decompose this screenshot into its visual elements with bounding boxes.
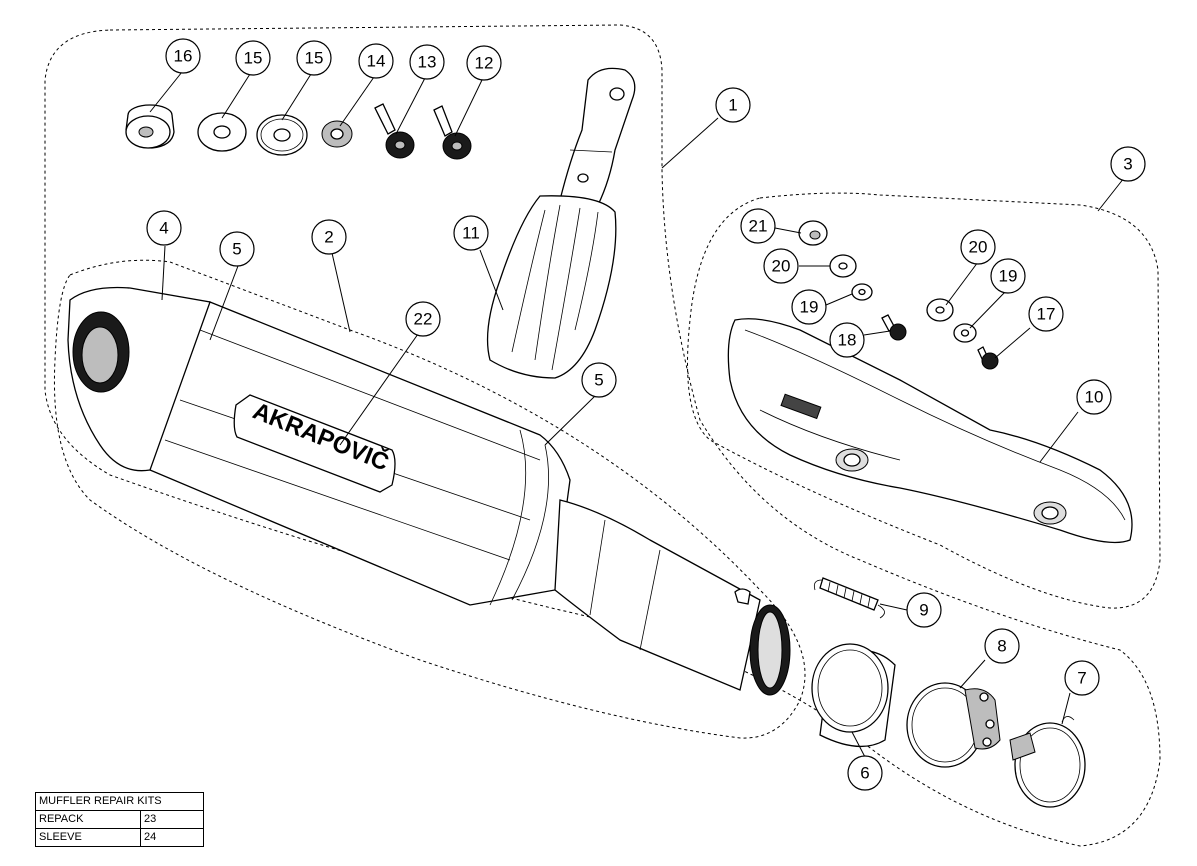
bolt-13 — [374, 103, 415, 159]
heat-shield-logo — [780, 393, 822, 420]
clamp-8 — [906, 682, 1001, 768]
svg-text:2: 2 — [324, 228, 333, 247]
callout-8: 8 — [984, 628, 1020, 664]
heat-shield-10 — [727, 318, 1133, 544]
callout-4: 4 — [146, 210, 182, 246]
spring-9 — [813, 577, 885, 619]
svg-text:19: 19 — [800, 298, 819, 317]
muffler-body: AKRAPOVIČ — [67, 286, 571, 606]
bolt-18 — [881, 314, 907, 341]
svg-text:21: 21 — [749, 217, 768, 236]
callout-15a: 15 — [235, 40, 271, 76]
clamp-7 — [1009, 716, 1086, 808]
svg-text:13: 13 — [418, 53, 437, 72]
callout-9: 9 — [906, 592, 942, 628]
callout-3: 3 — [1110, 146, 1146, 182]
washer-19a — [851, 283, 873, 301]
callout-21: 21 — [740, 208, 776, 244]
kit-number: 24 — [140, 828, 204, 847]
svg-text:19: 19 — [999, 267, 1018, 286]
table-row: REPACK 23 — [35, 810, 204, 829]
callout-19b: 19 — [990, 258, 1026, 294]
washer-20b — [926, 298, 954, 322]
bolt-17 — [977, 346, 999, 370]
group-outline-muffler — [53, 259, 806, 739]
svg-text:15: 15 — [305, 49, 324, 68]
svg-text:4: 4 — [159, 219, 168, 238]
svg-text:16: 16 — [174, 47, 193, 66]
callout-11: 11 — [453, 215, 489, 251]
svg-text:14: 14 — [367, 52, 386, 71]
svg-text:5: 5 — [594, 371, 603, 390]
svg-text:6: 6 — [860, 764, 869, 783]
callout-17: 17 — [1028, 296, 1064, 332]
callout-6: 6 — [847, 755, 883, 791]
svg-text:22: 22 — [414, 310, 433, 329]
callout-20b: 20 — [960, 229, 996, 265]
leader-lines — [149, 71, 1125, 758]
cap-16 — [125, 104, 175, 149]
callout-22: 22 — [405, 301, 441, 337]
table-row: SLEEVE 24 — [35, 828, 204, 847]
svg-text:1: 1 — [728, 96, 737, 115]
nut-14 — [321, 120, 353, 148]
svg-text:12: 12 — [475, 54, 494, 73]
svg-text:20: 20 — [969, 238, 988, 257]
washer-19b — [953, 323, 977, 343]
svg-text:10: 10 — [1085, 388, 1104, 407]
link-pipe — [554, 499, 791, 696]
group-outline-main — [44, 24, 1161, 847]
svg-text:9: 9 — [919, 601, 928, 620]
callout-12: 12 — [466, 45, 502, 81]
callout-7: 7 — [1064, 660, 1100, 696]
sleeve-6 — [811, 643, 896, 748]
muffler-repair-kits-table: MUFFLER REPAIR KITS REPACK 23 SLEEVE 24 — [35, 792, 204, 847]
callout-1: 1 — [715, 87, 751, 123]
svg-text:18: 18 — [838, 331, 857, 350]
svg-text:20: 20 — [772, 257, 791, 276]
svg-text:11: 11 — [462, 224, 480, 243]
washer-15a — [197, 112, 247, 152]
svg-text:8: 8 — [997, 637, 1006, 656]
svg-text:3: 3 — [1123, 155, 1132, 174]
washer-20a — [829, 254, 857, 278]
callout-5a: 5 — [219, 231, 255, 267]
bolt-12 — [433, 105, 472, 160]
kit-name: SLEEVE — [35, 828, 141, 847]
callout-10: 10 — [1076, 379, 1112, 415]
svg-text:7: 7 — [1077, 669, 1086, 688]
table-title: MUFFLER REPAIR KITS — [35, 792, 204, 811]
washer-15b — [256, 114, 308, 156]
callout-16: 16 — [165, 38, 201, 74]
callout-2: 2 — [311, 219, 347, 255]
callout-20a: 20 — [763, 248, 799, 284]
cap-21 — [798, 220, 828, 246]
kit-number: 23 — [140, 810, 204, 829]
callout-13: 13 — [409, 44, 445, 80]
table-header-row: MUFFLER REPAIR KITS — [35, 792, 204, 811]
callout-5b: 5 — [581, 362, 617, 398]
callout-15b: 15 — [296, 40, 332, 76]
callout-18: 18 — [829, 322, 865, 358]
mounting-bracket-1 — [559, 67, 636, 206]
callout-19a: 19 — [791, 289, 827, 325]
svg-text:5: 5 — [232, 240, 241, 259]
svg-text:15: 15 — [244, 49, 263, 68]
kit-name: REPACK — [35, 810, 141, 829]
callout-14: 14 — [358, 43, 394, 79]
hanger-bracket-11 — [486, 195, 617, 379]
svg-text:17: 17 — [1037, 305, 1056, 324]
